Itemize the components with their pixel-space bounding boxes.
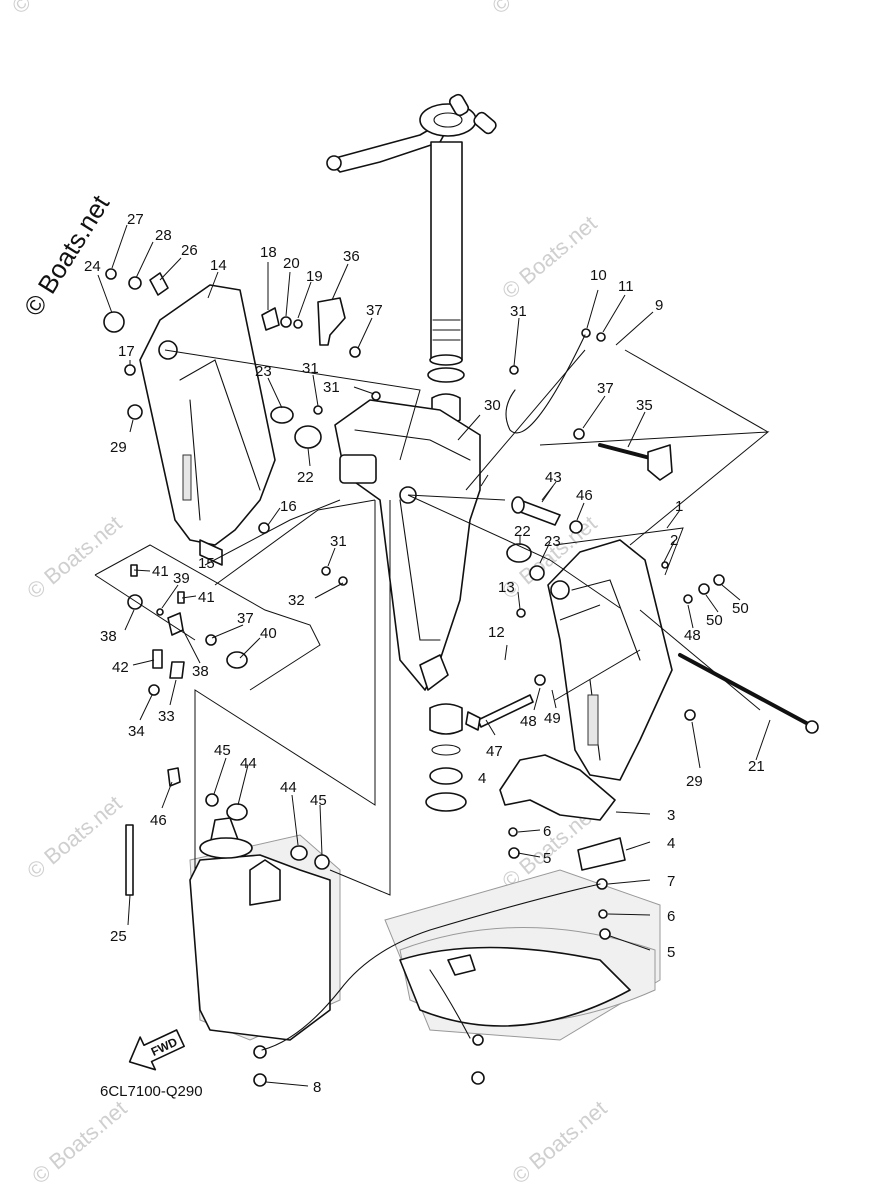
callout-47: 47 [486,743,503,760]
callout-48b: 48 [684,627,701,644]
callout-38b: 38 [192,663,209,680]
callout-50a: 50 [706,612,723,629]
fasteners [103,268,725,1087]
callout-40: 40 [260,625,277,642]
callout-34: 34 [128,723,145,740]
callout-38a: 38 [100,628,117,645]
callout-45b: 45 [310,792,327,809]
callout-32: 32 [288,592,305,609]
watermark: © Boats.net [497,211,601,304]
hose [505,334,586,434]
ground-cable-2 [429,969,471,1039]
callout-41a: 41 [152,563,169,580]
callout-44b: 44 [280,779,297,796]
ground-plate [399,946,631,1027]
callout-7: 7 [667,873,675,890]
callout-22a: 22 [297,469,314,486]
callout-1: 1 [675,498,683,515]
callout-20: 20 [283,255,300,272]
callout-6b: 6 [667,908,675,925]
callout-22b: 22 [514,523,531,540]
callout-29b: 29 [686,773,703,790]
callout-5a: 5 [543,850,551,867]
left-clamp-bracket [139,284,276,566]
callout-44a: 44 [240,755,257,772]
right-clamp-bracket [547,539,673,781]
watermark: © Boats.net [507,1096,611,1189]
callout-23a: 23 [255,363,272,380]
callout-37c: 37 [237,610,254,627]
callout-35: 35 [636,397,653,414]
callout-labels: 1 2 3 4 4 5 5 6 6 7 8 9 10 11 12 13 14 1… [84,211,765,1096]
callout-16: 16 [280,498,297,515]
callout-41b: 41 [198,589,215,606]
callout-11: 11 [618,278,634,295]
callout-46b: 46 [150,812,167,829]
callout-5b: 5 [667,944,675,961]
watermark: © Boats.net [22,791,126,884]
ptt-unit [189,817,331,1041]
callout-33: 33 [158,708,175,725]
callout-12: 12 [488,624,505,641]
callout-18: 18 [260,244,277,261]
callout-45a: 45 [214,742,231,759]
callout-8: 8 [313,1079,321,1096]
steering-shaft [326,93,497,366]
callout-13: 13 [498,579,515,596]
callout-37b: 37 [597,380,614,397]
lock-lever [317,297,673,481]
callout-42: 42 [112,659,129,676]
callout-43: 43 [545,469,562,486]
callout-31d: 31 [330,533,347,550]
callout-27: 27 [127,211,144,228]
callout-50b: 50 [732,600,749,617]
watermark: © Boats.net [487,0,591,19]
callout-49: 49 [544,710,561,727]
callout-17: 17 [118,343,135,360]
callout-26: 26 [181,242,198,259]
watermark: © Boats.net [22,511,126,604]
tilt-pin [465,496,561,731]
callout-31c: 31 [510,303,527,320]
callout-24: 24 [84,258,101,275]
through-bolt [678,653,819,734]
callout-25: 25 [110,928,127,945]
assembly-outlines [94,349,770,896]
callout-37a: 37 [366,302,383,319]
callout-6a: 6 [543,823,551,840]
callout-31b: 31 [323,379,340,396]
tilt-stop-bracket [499,754,626,871]
watermark: © Boats.net [27,1096,131,1189]
callout-21: 21 [748,758,765,775]
callout-48a: 48 [520,713,537,730]
fwd-arrow: FWD [128,1029,185,1071]
callout-19: 19 [306,268,323,285]
watermark-main: © Boats.net [18,189,116,321]
callout-15: 15 [198,555,215,572]
callout-23b: 23 [544,533,561,550]
ground-cable [261,883,601,1051]
callout-46a: 46 [576,487,593,504]
diagram-code: 6CL7100-Q290 [100,1083,203,1100]
callout-4b: 4 [667,835,675,852]
callout-29a: 29 [110,439,127,456]
callout-2: 2 [670,532,678,549]
callout-10: 10 [590,267,607,284]
callout-39: 39 [173,570,190,587]
callout-14: 14 [210,257,227,274]
leader-lines [97,224,771,1087]
callout-3: 3 [667,807,675,824]
watermark: © Boats.net [7,0,111,19]
swivel-bracket [334,399,481,691]
callout-4a: 4 [478,770,486,787]
callout-28: 28 [155,227,172,244]
callout-36: 36 [343,248,360,265]
callout-9: 9 [655,297,663,314]
callout-30: 30 [484,397,501,414]
callout-31a: 31 [302,360,319,377]
